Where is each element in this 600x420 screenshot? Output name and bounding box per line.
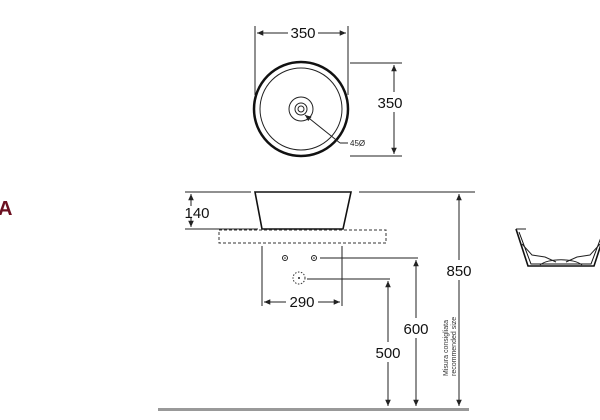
- outlet-height-label: 500: [375, 345, 400, 362]
- pipe-height-label: 600: [403, 321, 428, 338]
- basin-inner-rim: [259, 67, 343, 151]
- section-view: [515, 228, 600, 267]
- floor-line: [158, 408, 469, 411]
- brand-text: A: [0, 198, 12, 220]
- basin-outer-rim: [252, 60, 350, 158]
- recommended-size-it: Misura consigliata: [443, 320, 450, 376]
- top-depth-label: 350: [377, 95, 402, 112]
- bowl-side-profile: [254, 191, 352, 230]
- top-view: 350 350 45Ø: [252, 25, 403, 158]
- top-width-label: 350: [290, 25, 315, 42]
- countertop-outline: [218, 229, 387, 244]
- drain-diameter-label: 45Ø: [350, 139, 365, 148]
- bowl-height-label: 140: [184, 205, 209, 222]
- drain-outlet: [292, 271, 306, 285]
- recommended-size-en: recommended size: [451, 317, 458, 376]
- drain-hole: [297, 105, 305, 113]
- drain-outer-ring: [288, 96, 314, 122]
- overall-height-label: 850: [446, 263, 471, 280]
- side-view: 140 290 500 600 850 Misura consigliata r…: [158, 191, 475, 411]
- drain-spacing-label: 290: [289, 294, 314, 311]
- fitting-right: [311, 255, 317, 261]
- drain-ring: [294, 102, 308, 116]
- fitting-left: [282, 255, 288, 261]
